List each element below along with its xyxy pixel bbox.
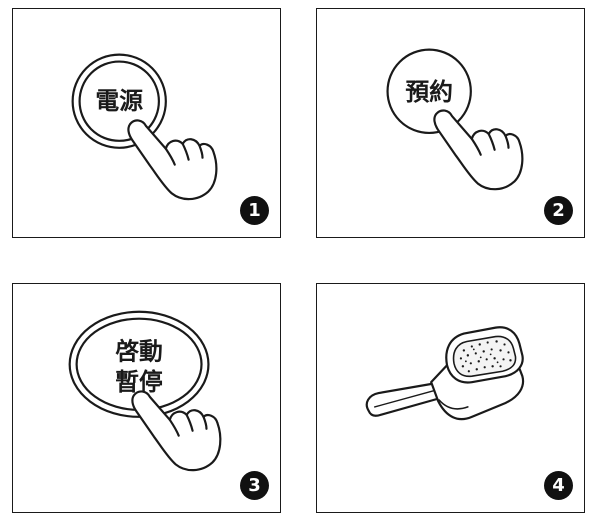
start-pause-step-illustration: 啓動 暫停: [68, 310, 222, 472]
power-button-label: 電源: [95, 87, 143, 115]
reservation-button-label: 預約: [405, 78, 453, 106]
step-number-badge: 3: [240, 471, 269, 500]
power-step-illustration: 電源: [71, 53, 218, 201]
step-panel-4: 4: [316, 283, 585, 513]
step-number-badge: 4: [544, 471, 573, 500]
detergent-step-illustration: [365, 326, 525, 421]
reservation-step-illustration: 預約: [386, 48, 524, 191]
reservation-button: 預約: [386, 48, 472, 135]
step-panel-3: 啓動 暫停 3: [12, 283, 281, 513]
pointing-hand-icon: [127, 119, 218, 201]
detergent-scoop-icon: [365, 326, 525, 421]
step-number-badge: 2: [544, 196, 573, 225]
pointing-hand-icon: [131, 390, 222, 472]
step-panel-1: 電源 1: [12, 8, 281, 238]
start-button-label: 啓動: [115, 337, 163, 365]
detergent-powder-dots: [459, 340, 512, 373]
step-number-badge: 1: [240, 196, 269, 225]
pointing-hand-icon: [433, 109, 524, 191]
step-panel-2: 預約 2: [316, 8, 585, 238]
